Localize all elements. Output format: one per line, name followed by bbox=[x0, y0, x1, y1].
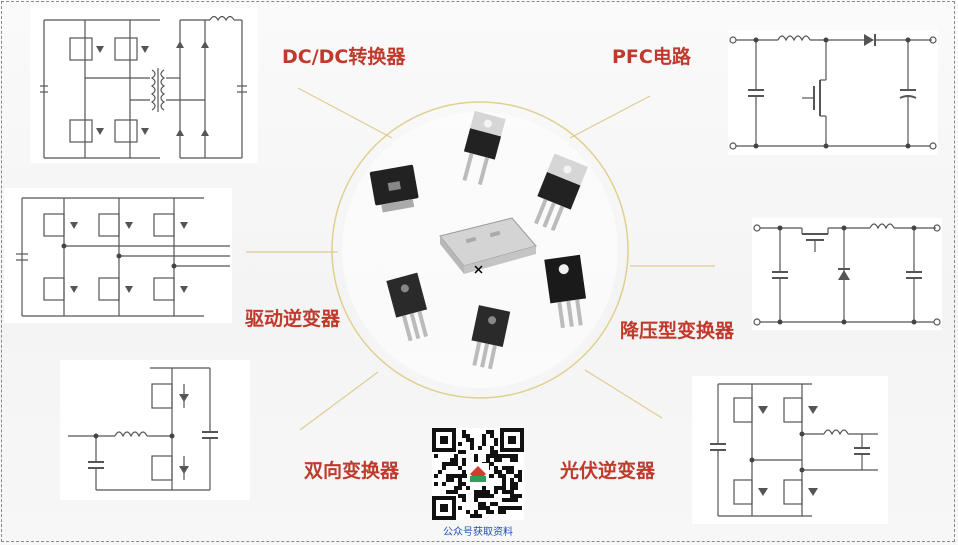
qr-caption: 公众号获取资料 bbox=[443, 527, 513, 538]
label-buck: 降压型变换器 bbox=[620, 320, 735, 342]
label-drive: 驱动逆变器 bbox=[245, 308, 341, 330]
inner-ring bbox=[331, 101, 629, 399]
circuit-dcdc-full-bridge bbox=[30, 8, 258, 163]
circuit-pfc bbox=[728, 30, 938, 155]
to247-package-bottom bbox=[471, 305, 511, 370]
circuit-drive-inverter bbox=[4, 188, 232, 323]
ray-bidir bbox=[299, 371, 379, 431]
label-bidir: 双向变换器 bbox=[304, 460, 400, 482]
ray-pv bbox=[584, 369, 663, 419]
ray-pfc bbox=[569, 95, 651, 139]
circuit-pv-inverter bbox=[692, 376, 888, 524]
cursor-mark bbox=[474, 265, 483, 274]
to220-package-top bbox=[462, 110, 506, 186]
circuit-bidirectional bbox=[60, 360, 250, 500]
label-pfc: PFC电路 bbox=[612, 46, 691, 68]
to247-package-right bbox=[544, 254, 587, 329]
dpak-package-top-left bbox=[369, 164, 419, 213]
circuit-buck bbox=[752, 218, 942, 330]
label-pv: 光伏逆变器 bbox=[560, 460, 656, 482]
label-dcdc: DC/DC转换器 bbox=[282, 46, 406, 68]
to247-package-bottom-left bbox=[386, 272, 429, 342]
to220-package-top-right bbox=[534, 153, 588, 232]
ray-dcdc bbox=[297, 87, 393, 139]
